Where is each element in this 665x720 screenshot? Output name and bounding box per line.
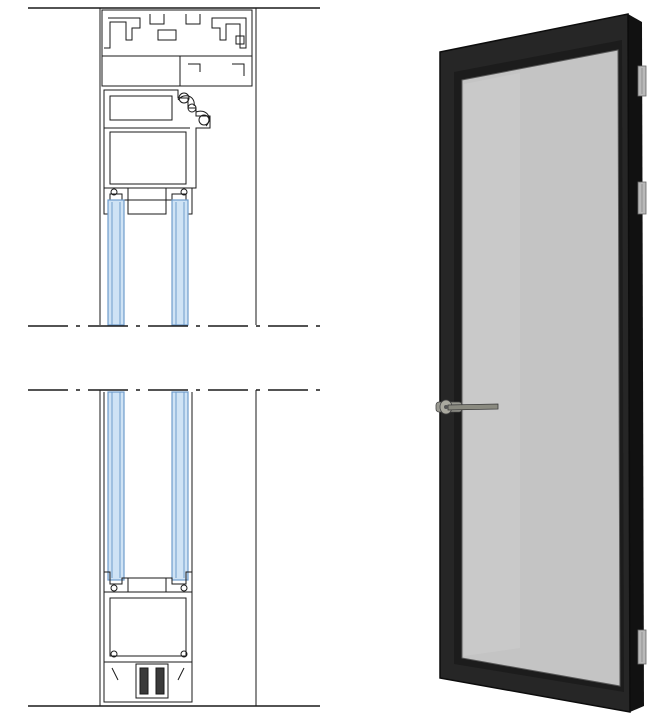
glass-pane-left-lower [107,391,125,581]
hinge-top [637,65,647,97]
glass-pane-right-lower [171,391,189,581]
threshold-profile [103,661,193,703]
section-drawing [28,7,320,707]
glass-pane-left-upper [107,199,125,326]
door-elevation [435,13,647,713]
hinge-middle [637,181,647,215]
glazing-bead-top [103,187,193,215]
glass-pane-right-upper [171,199,189,326]
door-handle [435,399,499,415]
sash-bottom-rail [103,591,193,663]
hinge-bottom [637,629,647,665]
head-frame-profile [101,9,253,87]
door-glass-highlight [464,73,520,656]
sash-top-rail [103,89,211,189]
